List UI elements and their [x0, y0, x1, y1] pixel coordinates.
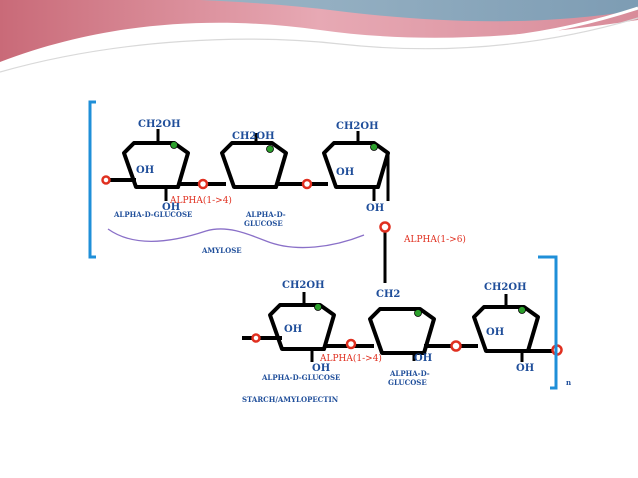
starch-structure-figure: CH2OH OH OH ALPHA(1->4) CH2OH CH2OH OH O… [66, 91, 586, 411]
amylose-ring-1-oh2-label: OH [162, 202, 180, 213]
amylose-ring-2 [220, 141, 288, 189]
amylopectin-ring-1-oh2-label: OH [312, 363, 330, 374]
slide-header-swoosh [0, 0, 638, 73]
amylose-brace [107, 228, 365, 249]
amylopectin-ring-2-group-label: CH2 [376, 289, 400, 300]
amylopectin-ring-2-oh-label: OH [414, 353, 432, 364]
amylopectin-ring-1 [268, 303, 336, 351]
amylopectin-glycosidic-oxygen-2 [450, 340, 462, 352]
amylopectin-ring-1-carbon-marker [314, 303, 322, 311]
amylopectin-ring-1-oh-label: OH [284, 324, 302, 335]
branch-glycosidic-oxygen [379, 221, 391, 233]
amylose-chain-label: AMYLOSE [201, 246, 242, 255]
amylose-ring-3-oh2-label: OH [366, 203, 384, 214]
amylose-glycosidic-oxygen-1 [197, 178, 209, 190]
amylopectin-terminal-oxygen [251, 333, 261, 343]
branch-linkage-label: ALPHA(1->6) [403, 234, 466, 245]
amylopectin-glucose-label-2-line2: GLUCOSE [388, 378, 427, 387]
amylose-ring-2-group-label: CH2OH [232, 131, 275, 142]
amylose-terminal-oxygen [101, 175, 111, 185]
amylose-glycosidic-oxygen-2 [301, 178, 313, 190]
amylose-ring-1 [122, 141, 190, 189]
amylose-glucose-label-2-line2: GLUCOSE [244, 219, 283, 228]
amylose-ring-3-oh-label: OH [336, 167, 354, 178]
amylopectin-glucose-label-2-line1: ALPHA-D- [389, 369, 430, 378]
amylose-glucose-label-2-line1: ALPHA-D- [245, 210, 286, 219]
amylose-ring-1-oh-label: OH [136, 165, 154, 176]
amylopectin-glycosidic-oxygen-1 [345, 338, 357, 350]
amylopectin-ring-3-oh2-label: OH [516, 363, 534, 374]
amylose-bracket-left [88, 100, 96, 259]
amylose-linkage-label: ALPHA(1->4) [169, 195, 232, 206]
amylose-ring-3-group-label: CH2OH [336, 121, 379, 132]
amylopectin-chain-label: STARCH/AMYLOPECTIN [242, 395, 339, 404]
amylopectin-ring-1-group-label: CH2OH [282, 280, 325, 291]
amylose-ring-1-group-label: CH2OH [138, 119, 181, 130]
repeat-subscript: n [566, 378, 571, 387]
amylopectin-ring-3-oh-label: OH [486, 327, 504, 338]
amylopectin-ring-3 [472, 305, 540, 353]
amylopectin-linkage-label: ALPHA(1->4) [319, 353, 382, 364]
starch-structure-diagram: CH2OH OH OH ALPHA(1->4) CH2OH CH2OH OH O… [88, 100, 571, 404]
amylose-ring-3 [322, 141, 390, 189]
amylopectin-ring-2 [368, 307, 436, 355]
amylopectin-bracket-right [538, 255, 558, 390]
amylose-ring-3-carbon-marker [370, 143, 378, 151]
amylose-ring-2-carbon-marker [266, 145, 274, 153]
amylopectin-ring-3-carbon-marker [518, 306, 526, 314]
amylopectin-glucose-label-1: ALPHA-D-GLUCOSE [261, 373, 340, 382]
amylopectin-ring-3-group-label: CH2OH [484, 282, 527, 293]
amylose-glucose-label-1: ALPHA-D-GLUCOSE [113, 210, 192, 219]
amylose-ring-1-carbon-marker [170, 141, 178, 149]
amylopectin-ring-2-carbon-marker [414, 309, 422, 317]
